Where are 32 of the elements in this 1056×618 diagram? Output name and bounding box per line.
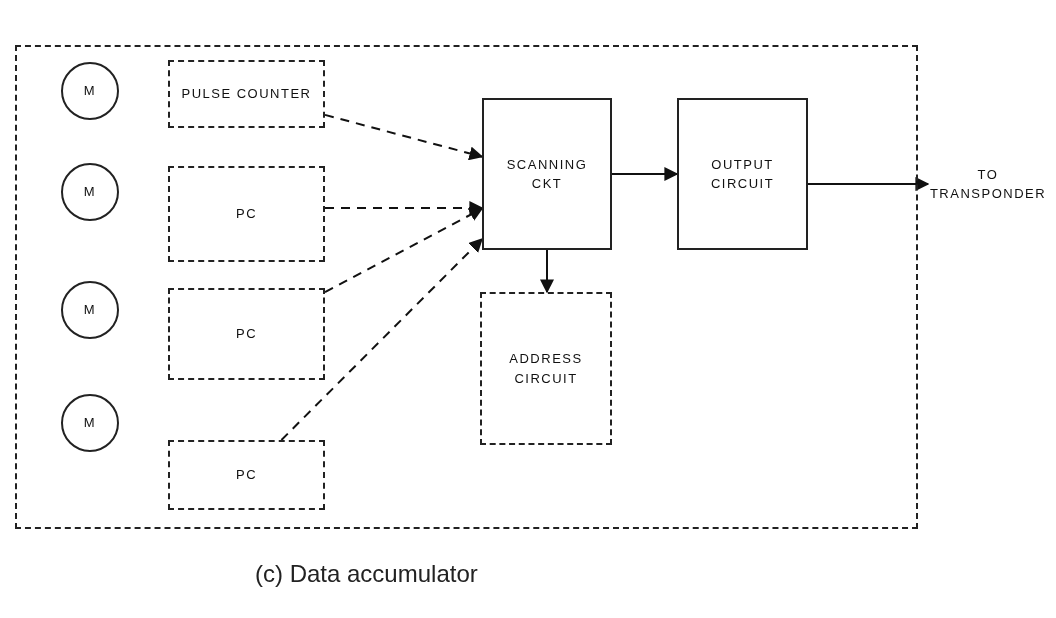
arrow	[324, 207, 484, 294]
block-label: TO TRANSPONDER	[928, 165, 1048, 203]
arrow	[280, 238, 483, 441]
motor-circle	[61, 163, 119, 221]
arrow	[324, 201, 484, 215]
arrow	[324, 113, 484, 161]
block-label: M	[82, 414, 98, 433]
block-label: SCANNING CKT	[505, 155, 589, 193]
block-label: M	[82, 183, 98, 202]
block-label: PULSE COUNTER	[180, 85, 313, 104]
dashed-block	[168, 440, 325, 510]
block-label: PC	[234, 205, 259, 224]
block-label: ADDRESS CIRCUIT	[508, 350, 584, 388]
arrow	[540, 249, 554, 294]
motor-circle	[61, 394, 119, 452]
motor-circle	[61, 62, 119, 120]
block-label: M	[82, 82, 98, 101]
dashed-block	[168, 288, 325, 380]
arrow	[807, 177, 930, 191]
dashed-block	[168, 60, 325, 128]
block-label: OUTPUT CIRCUIT	[709, 155, 776, 193]
block-label: M	[82, 301, 98, 320]
circuit-block	[677, 98, 808, 250]
dashed-enclosure	[15, 45, 918, 529]
figure-caption: (c) Data accumulator	[255, 560, 478, 588]
motor-circle	[61, 281, 119, 339]
arrow	[611, 167, 679, 181]
circuit-block	[482, 98, 612, 250]
dashed-block	[168, 166, 325, 262]
dashed-block	[480, 292, 612, 445]
block-label: PC	[234, 466, 259, 485]
block-label: PC	[234, 325, 259, 344]
